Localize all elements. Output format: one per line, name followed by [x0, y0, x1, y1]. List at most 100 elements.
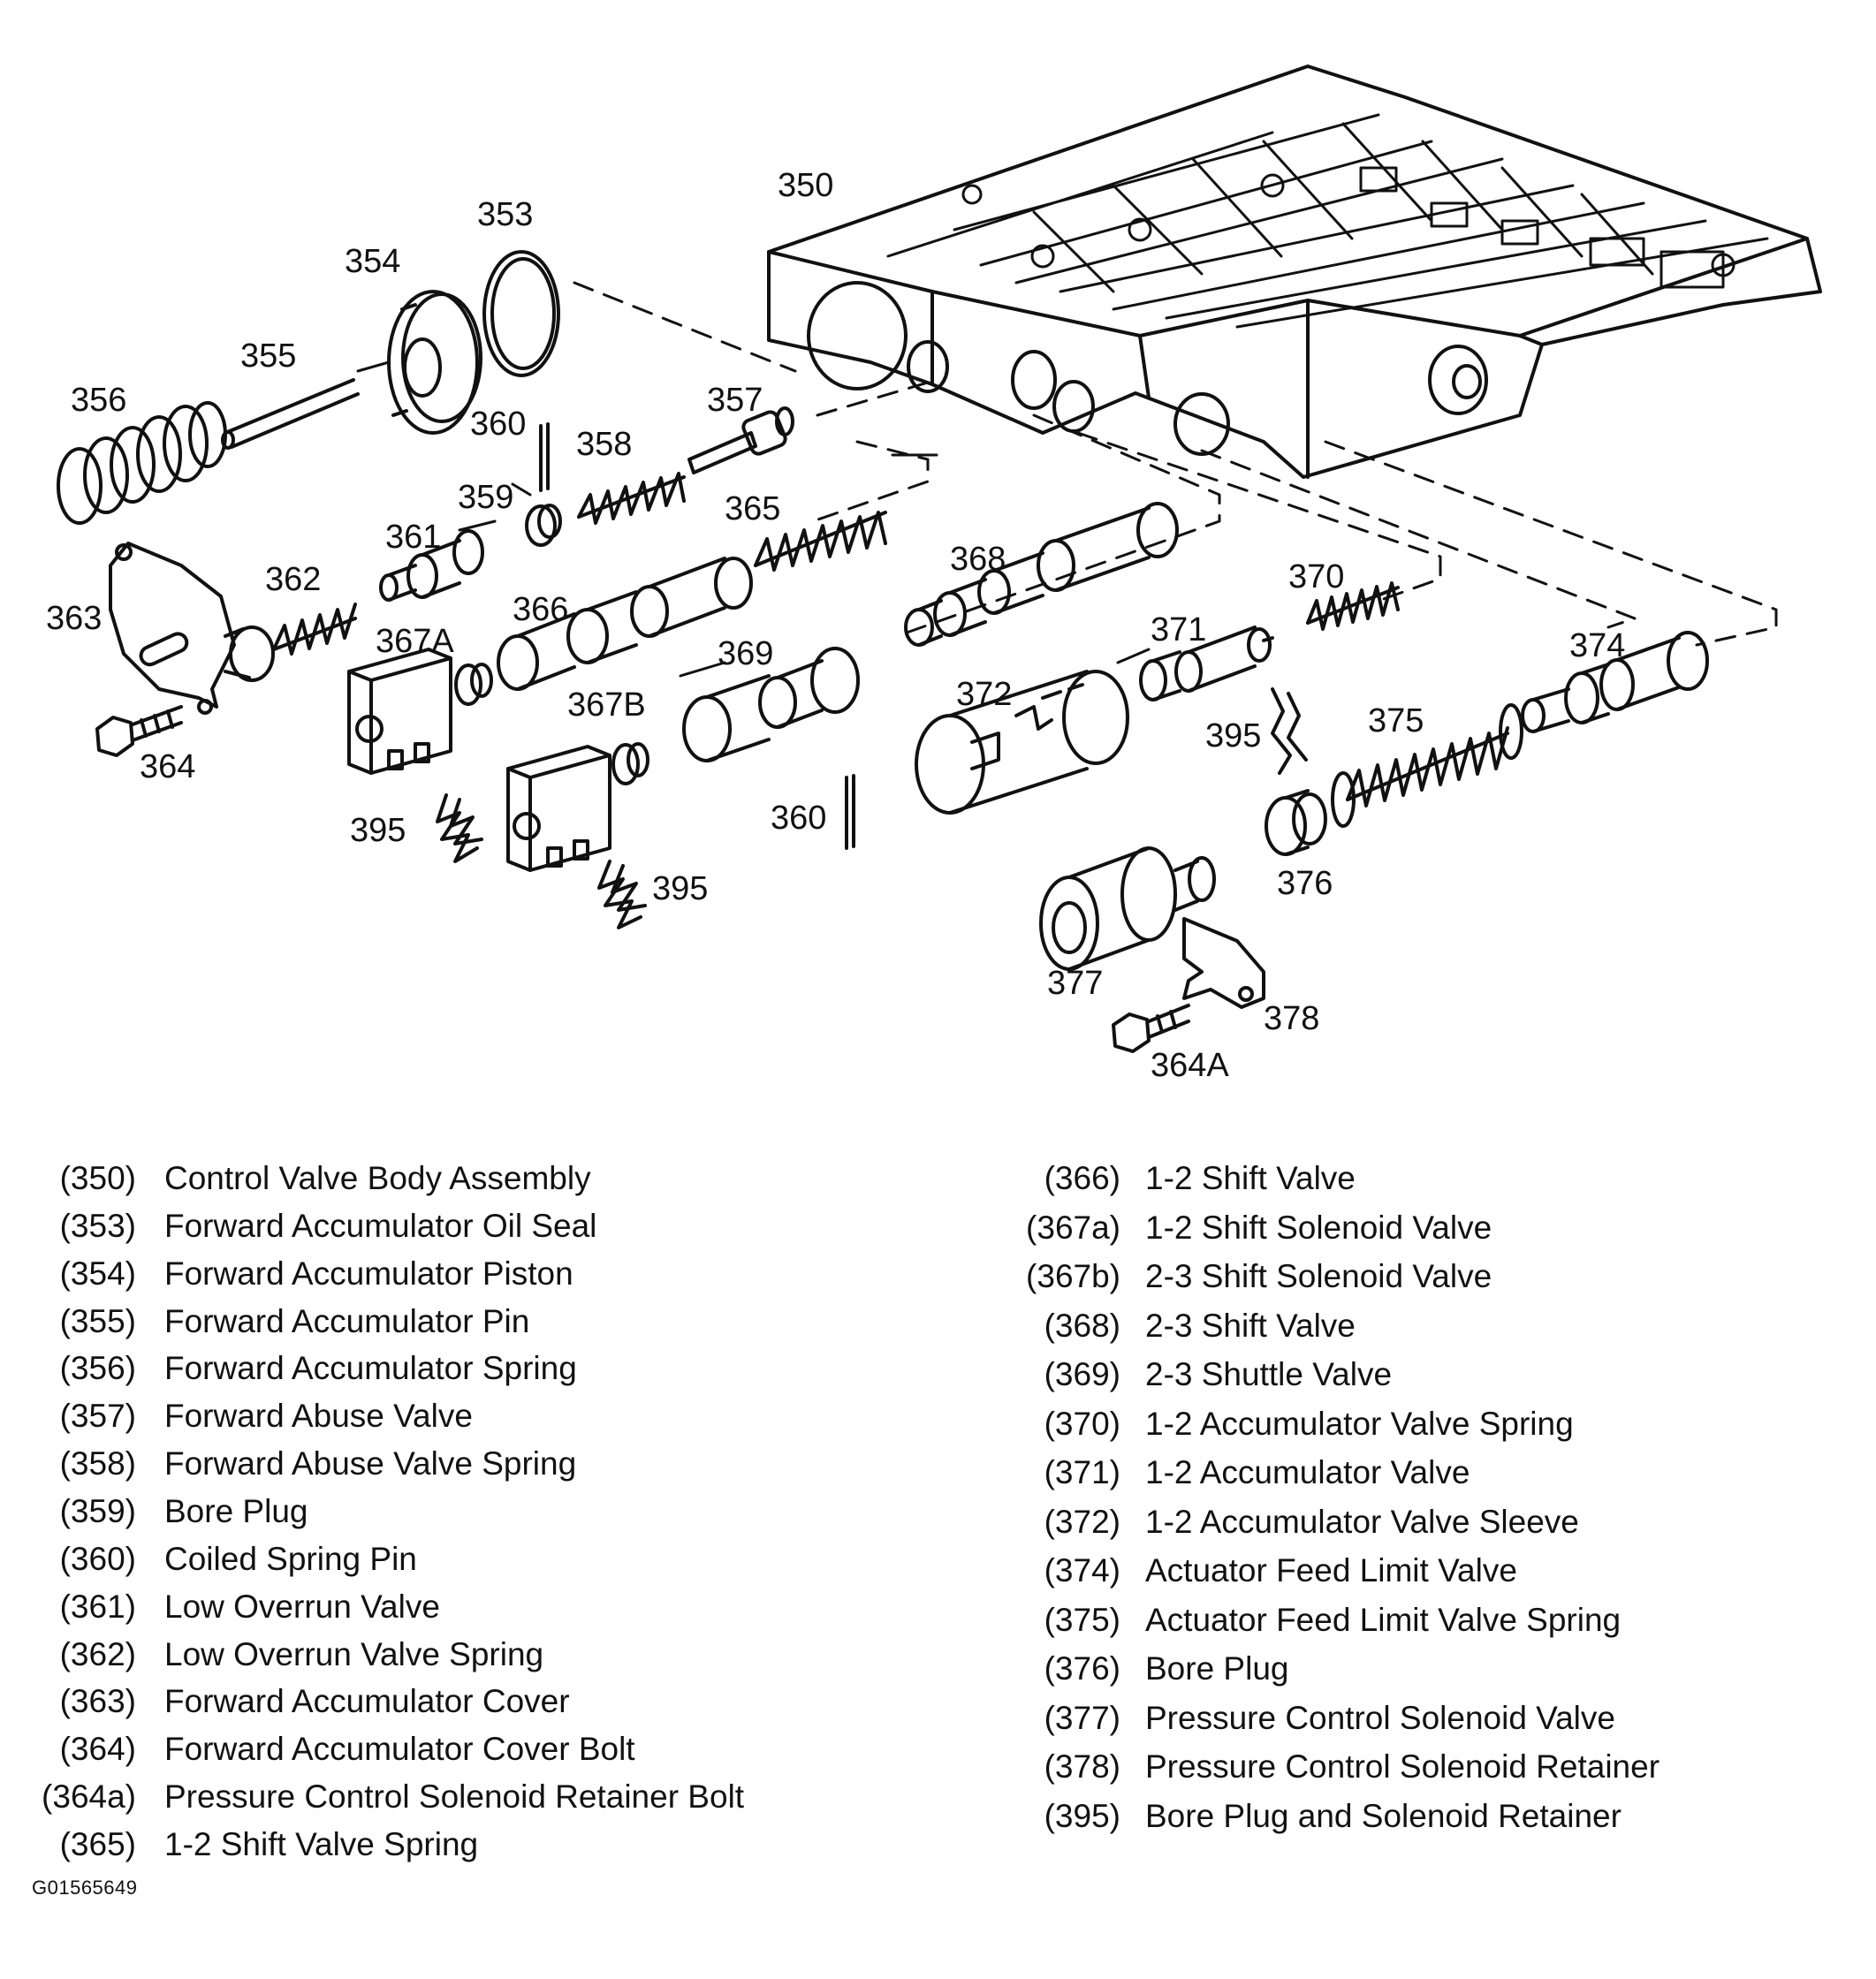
bore-plug-and-solenoid-retainer-2 — [597, 860, 647, 929]
legend-ref: (363) — [59, 1683, 136, 1719]
exploded-parts-diagram: 350 353 354 355 356 357 358 359 360 360 … — [46, 64, 1822, 1084]
legend-desc: Pressure Control Solenoid Valve — [1145, 1700, 1615, 1736]
legend-ref: (355) — [59, 1303, 136, 1339]
legend-desc: 1-2 Shift Valve — [1145, 1160, 1356, 1196]
legend-ref: (358) — [59, 1445, 136, 1482]
legend-ref: (372) — [1044, 1504, 1120, 1540]
legend-ref: (377) — [1044, 1700, 1120, 1736]
legend-ref: (367a) — [1026, 1209, 1120, 1246]
legend-ref: (367b) — [1026, 1258, 1120, 1294]
1-2-shift-valve — [497, 557, 753, 691]
legend-desc: Actuator Feed Limit Valve — [1145, 1552, 1517, 1589]
legend-ref: (375) — [1044, 1602, 1120, 1638]
callout-372: 372 — [956, 676, 1012, 713]
callout-350: 350 — [778, 167, 833, 204]
legend-desc: Forward Accumulator Spring — [164, 1350, 577, 1386]
forward-accumulator-cover — [109, 542, 275, 715]
low-overrun-valve — [379, 529, 484, 602]
callout-371: 371 — [1151, 611, 1206, 648]
legend-ref: (364a) — [42, 1778, 136, 1815]
callout-395-middle: 395 — [652, 870, 708, 907]
callout-358: 358 — [576, 426, 632, 463]
callout-374: 374 — [1569, 627, 1625, 664]
legend-ref: (376) — [1044, 1650, 1120, 1687]
legend-ref: (353) — [59, 1208, 136, 1244]
legend-desc: Actuator Feed Limit Valve Spring — [1145, 1602, 1622, 1638]
legend-desc: Bore Plug and Solenoid Retainer — [1145, 1798, 1622, 1834]
legend-ref: (368) — [1044, 1308, 1120, 1344]
1-2-accumulator-valve — [1139, 626, 1274, 701]
callout-365: 365 — [725, 490, 780, 527]
callout-378: 378 — [1264, 1000, 1319, 1037]
figure-id: G01565649 — [32, 1877, 138, 1899]
2-3-shift-valve — [904, 502, 1179, 647]
legend-ref: (378) — [1044, 1748, 1120, 1785]
forward-accumulator-pin — [221, 378, 360, 450]
callout-360-top: 360 — [470, 406, 526, 443]
actuator-feed-limit-valve-spring — [1331, 703, 1523, 828]
legend-desc: Low Overrun Valve — [164, 1589, 440, 1625]
legend-desc: Bore Plug — [1145, 1650, 1289, 1687]
callout-labels: 350 353 354 355 356 357 358 359 360 360 … — [46, 167, 1625, 1084]
1-2-shift-valve-spring — [754, 511, 887, 572]
callout-362: 362 — [265, 561, 321, 598]
callout-356: 356 — [71, 382, 126, 419]
legend-desc: Control Valve Body Assembly — [164, 1160, 591, 1196]
legend-desc: 1-2 Accumulator Valve Spring — [1145, 1406, 1574, 1442]
callout-353: 353 — [477, 196, 533, 233]
low-overrun-valve-spring — [272, 603, 357, 656]
legend-desc: 1-2 Accumulator Valve — [1145, 1454, 1470, 1490]
callout-364A: 364A — [1151, 1047, 1229, 1084]
1-2-shift-solenoid-valve — [347, 648, 493, 775]
legend-ref: (362) — [59, 1636, 136, 1672]
bore-plug-376 — [1265, 789, 1327, 856]
callout-370: 370 — [1288, 558, 1344, 595]
axis-lines — [356, 360, 1151, 678]
legend-ref: (357) — [59, 1398, 136, 1434]
pressure-control-solenoid-retainer — [1182, 917, 1265, 1009]
bore-plug-and-solenoid-retainer-3 — [1271, 687, 1308, 775]
callout-368: 368 — [950, 541, 1006, 578]
legend-desc: Pressure Control Solenoid Retainer Bolt — [164, 1778, 745, 1815]
bore-plug-and-solenoid-retainer-1 — [436, 793, 483, 863]
callout-355: 355 — [240, 337, 296, 375]
callout-377: 377 — [1047, 965, 1103, 1002]
coiled-spring-pin-1 — [539, 422, 550, 492]
forward-accumulator-oil-seal — [482, 250, 560, 377]
callout-359: 359 — [458, 479, 513, 516]
legend-ref: (369) — [1044, 1356, 1120, 1392]
bore-plug-359 — [525, 504, 562, 547]
callout-375: 375 — [1368, 702, 1424, 739]
control-valve-body — [767, 64, 1822, 479]
forward-abuse-valve-spring — [577, 472, 686, 525]
legend-ref: (374) — [1044, 1552, 1120, 1589]
callout-363: 363 — [46, 600, 102, 637]
legend-ref: (370) — [1044, 1406, 1120, 1442]
callout-360-bottom: 360 — [771, 800, 826, 837]
forward-accumulator-spring — [57, 401, 227, 525]
forward-abuse-valve — [687, 406, 794, 474]
legend-desc: Low Overrun Valve Spring — [164, 1636, 544, 1672]
coiled-spring-pin-2 — [845, 774, 855, 850]
callout-395-left: 395 — [350, 812, 406, 849]
legend-ref: (356) — [59, 1350, 136, 1386]
legend-ref: (350) — [59, 1160, 136, 1196]
legend-desc: 1-2 Shift Valve Spring — [164, 1826, 479, 1862]
legend-desc: Bore Plug — [164, 1493, 308, 1529]
legend-desc: 1-2 Accumulator Valve Sleeve — [1145, 1504, 1579, 1540]
legend-desc: Forward Accumulator Piston — [164, 1255, 573, 1292]
forward-accumulator-cover-bolt — [95, 705, 183, 757]
callout-367A: 367A — [376, 623, 454, 660]
legend-ref: (371) — [1044, 1454, 1120, 1490]
legend-desc: 1-2 Shift Solenoid Valve — [1145, 1209, 1492, 1246]
callout-361: 361 — [385, 519, 441, 556]
callout-395-right: 395 — [1205, 717, 1261, 754]
dashed-leader-lines — [573, 281, 1778, 647]
callout-369: 369 — [718, 635, 773, 672]
forward-accumulator-piston — [387, 290, 482, 435]
legend-ref: (354) — [59, 1255, 136, 1292]
legend-ref: (364) — [59, 1731, 136, 1767]
pressure-control-solenoid-retainer-bolt — [1112, 1004, 1190, 1053]
2-3-shift-solenoid-valve — [506, 742, 649, 872]
